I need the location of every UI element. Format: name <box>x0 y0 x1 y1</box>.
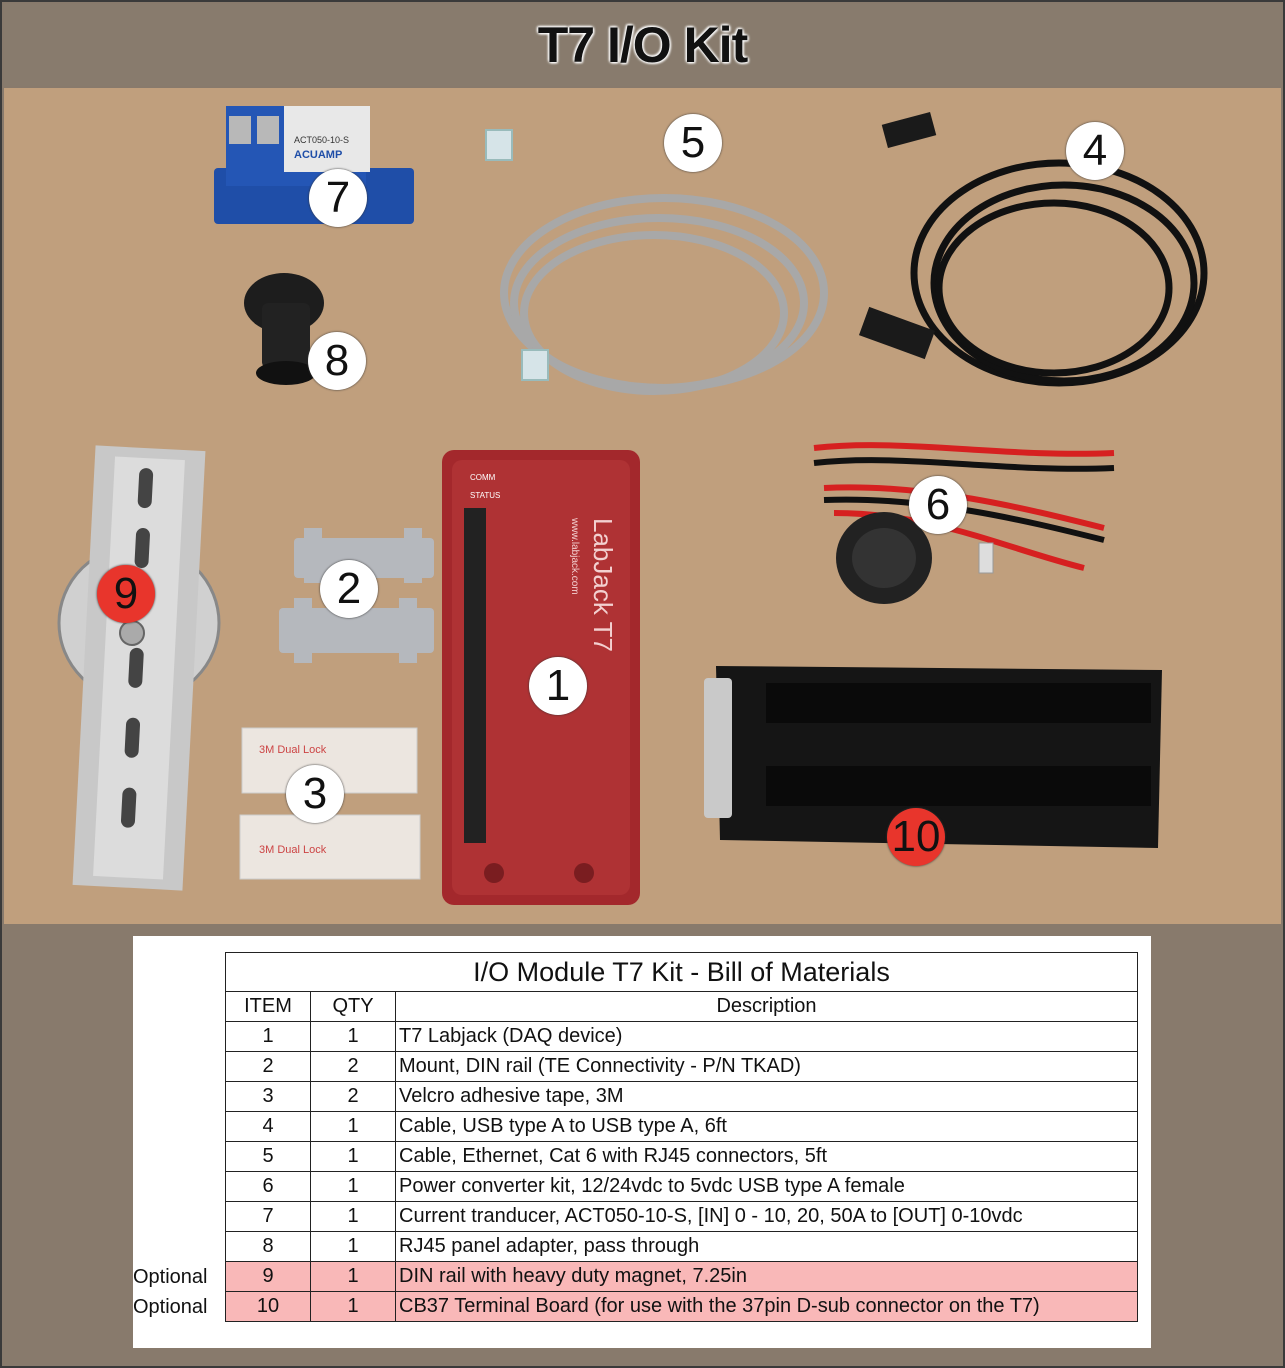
ethernet-cable-image <box>485 129 828 395</box>
bom-cell-qty: 1 <box>310 1201 396 1232</box>
status-label: STATUS <box>470 491 500 500</box>
badge-item-5: 5 <box>664 114 722 172</box>
bom-cell-description: Mount, DIN rail (TE Connectivity - P/N T… <box>395 1051 1138 1082</box>
bom-cell-item: 9 <box>225 1261 311 1292</box>
sensor-brand-text: ACUAMP <box>294 149 342 161</box>
bom-cell-qty: 1 <box>310 1291 396 1322</box>
din-mounts-image <box>279 528 434 663</box>
bom-cell-description: T7 Labjack (DAQ device) <box>395 1021 1138 1052</box>
bom-cell-item: 10 <box>225 1291 311 1322</box>
bom-cell-description: Cable, USB type A to USB type A, 6ft <box>395 1111 1138 1142</box>
bom-cell-item: 1 <box>225 1021 311 1052</box>
bom-cell-qty: 1 <box>310 1171 396 1202</box>
bom-table: I/O Module T7 Kit - Bill of Materials IT… <box>225 952 1138 1322</box>
badge-item-7: 7 <box>309 169 367 227</box>
bom-cell-qty: 1 <box>310 1231 396 1262</box>
title-bar: T7 I/O Kit <box>4 4 1281 86</box>
device-brand-text: LabJack T7 <box>588 518 618 652</box>
cb37-board-image <box>704 666 1162 848</box>
bom-cell-description: Velcro adhesive tape, 3M <box>395 1081 1138 1112</box>
power-converter-image <box>813 442 1115 604</box>
optional-label: Optional <box>133 1265 208 1288</box>
bom-cell-qty: 1 <box>310 1141 396 1172</box>
bom-cell-qty: 1 <box>310 1111 396 1142</box>
bom-cell-description: Power converter kit, 12/24vdc to 5vdc US… <box>395 1171 1138 1202</box>
bom-cell-description: Current tranducer, ACT050-10-S, [IN] 0 -… <box>395 1201 1138 1232</box>
badge-item-9: 9 <box>97 565 155 623</box>
device-url-text: www.labjack.com <box>569 517 580 595</box>
bom-title: I/O Module T7 Kit - Bill of Materials <box>225 952 1138 992</box>
bom-cell-item: 5 <box>225 1141 311 1172</box>
bom-cell-qty: 2 <box>310 1081 396 1112</box>
bom-cell-description: Cable, Ethernet, Cat 6 with RJ45 connect… <box>395 1141 1138 1172</box>
bom-cell-description: DIN rail with heavy duty magnet, 7.25in <box>395 1261 1138 1292</box>
bom-cell-item: 3 <box>225 1081 311 1112</box>
bom-header-item: ITEM <box>225 991 311 1022</box>
badge-item-1: 1 <box>529 657 587 715</box>
bom-panel: I/O Module T7 Kit - Bill of Materials IT… <box>133 936 1151 1348</box>
badge-item-2: 2 <box>320 560 378 618</box>
badge-item-4: 4 <box>1066 122 1124 180</box>
kit-photo: ACT050-10-S ACUAMP <box>4 88 1281 924</box>
comm-label: COMM <box>470 473 496 482</box>
bom-cell-description: CB37 Terminal Board (for use with the 37… <box>395 1291 1138 1322</box>
bom-cell-item: 7 <box>225 1201 311 1232</box>
bom-cell-item: 2 <box>225 1051 311 1082</box>
tape-text-top: 3M Dual Lock <box>259 744 327 756</box>
bom-cell-item: 6 <box>225 1171 311 1202</box>
sensor-model-text: ACT050-10-S <box>294 135 349 145</box>
page-title: T7 I/O Kit <box>537 17 748 73</box>
bom-cell-qty: 1 <box>310 1261 396 1292</box>
optional-label: Optional <box>133 1295 208 1318</box>
bom-header-description: Description <box>395 991 1138 1022</box>
badge-item-6: 6 <box>909 476 967 534</box>
bom-cell-description: RJ45 panel adapter, pass through <box>395 1231 1138 1262</box>
din-rail-image <box>57 445 221 891</box>
bom-cell-item: 4 <box>225 1111 311 1142</box>
badge-item-10: 10 <box>887 808 945 866</box>
kit-photo-illustration: ACT050-10-S ACUAMP <box>57 106 1208 905</box>
badge-item-3: 3 <box>286 765 344 823</box>
bom-cell-item: 8 <box>225 1231 311 1262</box>
usb-cable-image <box>858 111 1208 387</box>
badge-item-8: 8 <box>308 332 366 390</box>
bom-header-qty: QTY <box>310 991 396 1022</box>
bom-cell-qty: 2 <box>310 1051 396 1082</box>
tape-text-bottom: 3M Dual Lock <box>259 844 327 856</box>
bom-cell-qty: 1 <box>310 1021 396 1052</box>
panel-adapter-image <box>244 273 324 385</box>
